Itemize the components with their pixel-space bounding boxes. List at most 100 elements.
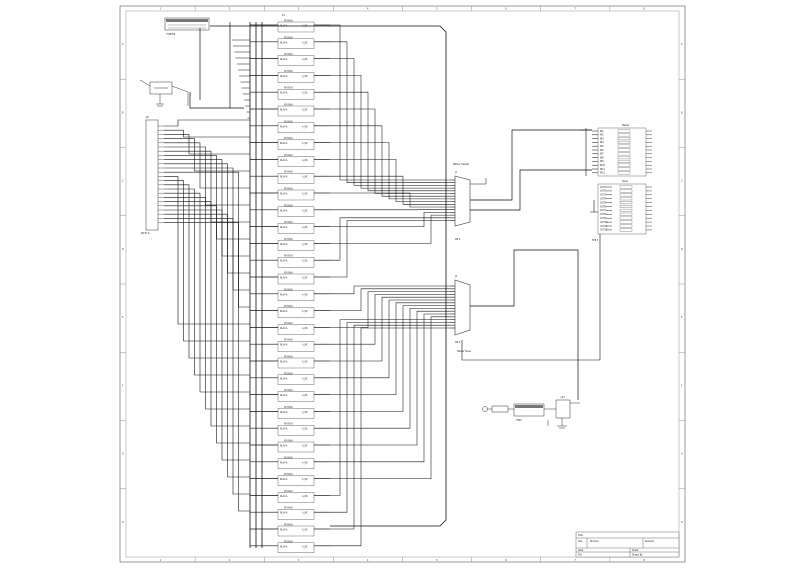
relay-label: RY-5W-K bbox=[284, 456, 293, 459]
left-connector-ref: 8Y8 4 bbox=[141, 231, 150, 235]
relay-coil-label: RLAY-A bbox=[280, 445, 288, 448]
right-lower-pin-label: OUT3 bbox=[600, 194, 607, 197]
wire bbox=[330, 42, 455, 183]
relay-coil-label: RLAY-A bbox=[280, 58, 288, 61]
right-upper-pin-label: IN2 bbox=[600, 134, 604, 137]
border-col-bottom: 8 bbox=[643, 559, 645, 562]
right-lower-cell bbox=[620, 201, 632, 204]
right-upper-pin-label: IN10 bbox=[600, 164, 606, 167]
right-lower-cell bbox=[620, 205, 632, 208]
wire bbox=[164, 151, 250, 222]
relay-label: RY-5W-K bbox=[284, 423, 293, 426]
relay-coil-label: RLAY-A bbox=[280, 142, 288, 145]
right-lower-pin-label: OUT9 bbox=[600, 217, 607, 220]
right-lower-cell bbox=[620, 194, 632, 197]
border-col-top: 6 bbox=[505, 8, 507, 11]
relay-coil-label: RLAY-A bbox=[280, 176, 288, 179]
relay-coil-label: RLAY-A bbox=[280, 377, 288, 380]
left-connector: J5 8Y8 4 bbox=[141, 115, 164, 235]
wire bbox=[164, 193, 250, 392]
relay-label: RY-5W-K bbox=[284, 120, 293, 123]
transistor-symbol bbox=[140, 80, 188, 106]
right-upper-cell bbox=[618, 172, 630, 175]
relay-contact-label: A_NC bbox=[302, 176, 308, 179]
wire bbox=[164, 214, 250, 477]
relay-contact-label: A_NC bbox=[302, 310, 308, 313]
relay-label: RY-5W-K bbox=[284, 154, 293, 157]
right-upper-cell bbox=[618, 145, 630, 148]
connector-upper-designator: J1 bbox=[454, 171, 458, 174]
relay-label: RY-5W-K bbox=[284, 524, 293, 527]
right-lower-cell bbox=[620, 186, 632, 189]
left-connector-pins bbox=[158, 126, 164, 223]
relay-contact-label: A_NC bbox=[302, 277, 308, 280]
relay-label: RY-5W-K bbox=[284, 272, 293, 275]
border-col-top: 5 bbox=[436, 8, 438, 11]
power-supply-label: +5V bbox=[560, 396, 565, 399]
right-lower-cell bbox=[620, 217, 632, 220]
relay-contact-label: A_NC bbox=[302, 344, 308, 347]
relay-label: RY-5W-K bbox=[284, 70, 293, 73]
border-col-top: 3 bbox=[298, 8, 300, 11]
right-lower-cell bbox=[620, 209, 632, 212]
relay-coil-label: RLAY-A bbox=[280, 159, 288, 162]
border-row-right: A bbox=[681, 43, 683, 46]
right-upper-pin-label: IN1 bbox=[600, 130, 604, 133]
wire bbox=[164, 197, 250, 409]
relay-coil-label: RLAY-A bbox=[280, 344, 288, 347]
relay-coil-label: RLAY-A bbox=[280, 109, 288, 112]
right-lower-cell bbox=[620, 190, 632, 193]
border-col-top: 1 bbox=[160, 8, 162, 11]
wire bbox=[164, 168, 250, 290]
relay-coil-label: RLAY-A bbox=[280, 545, 288, 548]
border-row-right: D bbox=[681, 248, 683, 251]
border-row-right: F bbox=[681, 384, 683, 387]
right-lower-cell bbox=[620, 221, 632, 224]
right-lower-block: Slave OUT1OUT2OUT3OUT4OUT5OUT6OUT7OUT8OU… bbox=[592, 180, 652, 242]
wire bbox=[164, 223, 250, 511]
right-lower-cell bbox=[620, 225, 632, 228]
border-row-right: G bbox=[681, 453, 683, 456]
border-row-left: A bbox=[122, 43, 124, 46]
right-upper-pin-label: IN11 bbox=[600, 168, 606, 171]
border-col-bottom: 2 bbox=[229, 559, 231, 562]
relay-coil-label: RLAY-A bbox=[280, 461, 288, 464]
relay-label: RY-5W-K bbox=[284, 20, 293, 23]
right-lower-pin-label: OUT6 bbox=[600, 205, 607, 208]
wire bbox=[462, 200, 606, 360]
wire bbox=[330, 297, 455, 361]
right-lower-pin-label: OUT1 bbox=[600, 186, 607, 189]
wire bbox=[164, 130, 250, 137]
relay-coil-label: RLAY-A bbox=[280, 361, 288, 364]
border-col-top: 2 bbox=[229, 8, 231, 11]
wire bbox=[164, 210, 250, 460]
right-upper-pin-label: IN9 bbox=[600, 160, 604, 163]
relay-contact-label: A_NC bbox=[302, 92, 308, 95]
relay-coil-label: RLAY-A bbox=[280, 260, 288, 263]
right-lower-block-title: Slave bbox=[622, 180, 629, 183]
relay-coil-label: RLAY-A bbox=[280, 75, 288, 78]
border-row-left: B bbox=[122, 111, 124, 114]
relay-coil-label: RLAY-A bbox=[280, 512, 288, 515]
relay-label: RY-5W-K bbox=[284, 540, 293, 543]
wire bbox=[330, 59, 455, 186]
wire bbox=[190, 92, 244, 108]
relay-coil-label: RLAY-A bbox=[280, 529, 288, 532]
border-row-left: D bbox=[122, 248, 124, 251]
right-upper-pin-label: IN4 bbox=[600, 141, 604, 144]
title-block bbox=[576, 532, 679, 557]
relay-label: RY-5W-K bbox=[284, 36, 293, 39]
right-upper-pin-label: IN3 bbox=[600, 137, 604, 140]
